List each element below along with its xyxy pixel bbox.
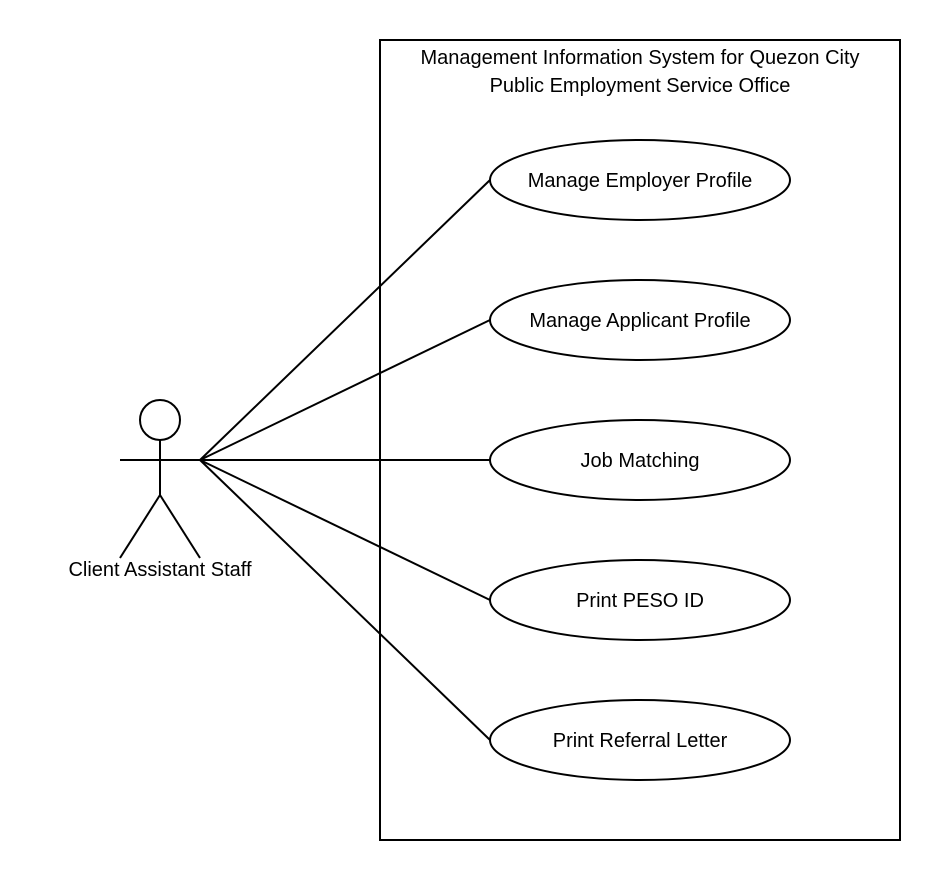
actor-head bbox=[139, 399, 181, 441]
system-title-line-2: Public Employment Service Office bbox=[490, 75, 791, 97]
use-case-manage-applicant-profile: Manage Applicant Profile bbox=[489, 279, 791, 361]
use-case-ellipse bbox=[489, 559, 791, 641]
use-case-ellipse bbox=[489, 419, 791, 501]
use-case-label: Manage Applicant Profile bbox=[529, 310, 750, 332]
use-case-ellipse bbox=[489, 139, 791, 221]
association-print-referral-letter bbox=[199, 459, 491, 741]
actor-stick-figure bbox=[119, 399, 201, 559]
use-case-ellipse bbox=[489, 699, 791, 781]
association-manage-employer-profile bbox=[199, 179, 491, 461]
use-case-label: Print Referral Letter bbox=[553, 730, 728, 752]
system-title-line-1: Management Information System for Quezon… bbox=[420, 47, 859, 69]
use-case-ellipse bbox=[489, 279, 791, 361]
use-case-print-peso-id: Print PESO ID bbox=[489, 559, 791, 641]
use-case-job-matching: Job Matching bbox=[489, 419, 791, 501]
use-case-label: Print PESO ID bbox=[576, 590, 704, 612]
use-case-label: Job Matching bbox=[581, 450, 700, 472]
use-case-label: Manage Employer Profile bbox=[528, 170, 753, 192]
actor-left-leg bbox=[119, 494, 161, 559]
use-case-manage-employer-profile: Manage Employer Profile bbox=[489, 139, 791, 221]
actor-name: Client Assistant Staff bbox=[68, 559, 252, 581]
association-print-peso-id bbox=[199, 459, 491, 601]
association-manage-applicant-profile bbox=[199, 319, 491, 461]
use-case-print-referral-letter: Print Referral Letter bbox=[489, 699, 791, 781]
actor-right-leg bbox=[159, 494, 201, 559]
